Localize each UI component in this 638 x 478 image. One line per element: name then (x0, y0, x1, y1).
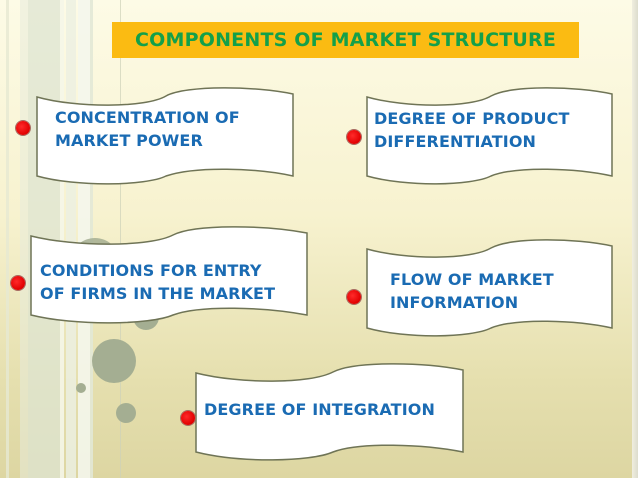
wave-banner-shape (36, 87, 294, 185)
component-label: FLOW OF MARKET INFORMATION (390, 268, 554, 314)
component-banner-product-differentiation: DEGREE OF PRODUCT DIFFERENTIATION (366, 86, 613, 188)
slide-title-box: COMPONENTS OF MARKET STRUCTURE (112, 22, 579, 58)
component-label-line2: INFORMATION (390, 293, 519, 312)
decorative-stripe (66, 0, 76, 478)
decorative-bubble (116, 403, 136, 423)
component-banner-integration: DEGREE OF INTEGRATION (195, 362, 464, 463)
component-label: CONCENTRATION OF MARKET POWER (55, 106, 240, 152)
component-label-line2: MARKET POWER (55, 131, 203, 150)
component-label: DEGREE OF PRODUCT DIFFERENTIATION (374, 107, 569, 153)
component-label-line1: CONCENTRATION OF (55, 108, 240, 127)
decorative-stripe (120, 0, 121, 478)
component-banner-market-information: FLOW OF MARKET INFORMATION (366, 238, 613, 340)
component-label-line2: OF FIRMS IN THE MARKET (40, 284, 276, 303)
decorative-stripe (60, 0, 64, 478)
bullet-dot-icon (11, 276, 25, 290)
bullet-dot-icon (347, 290, 361, 304)
component-label: CONDITIONS FOR ENTRY OF FIRMS IN THE MAR… (40, 259, 275, 305)
decorative-stripe (20, 0, 28, 478)
component-label-line1: DEGREE OF INTEGRATION (204, 400, 435, 419)
component-banner-entry-conditions: CONDITIONS FOR ENTRY OF FIRMS IN THE MAR… (30, 225, 308, 328)
decorative-bubble (92, 339, 136, 383)
wave-banner-shape (366, 87, 613, 185)
decorative-bubble (76, 383, 86, 393)
bullet-dot-icon (16, 121, 30, 135)
wave-banner-shape (195, 363, 464, 461)
component-label: DEGREE OF INTEGRATION (204, 398, 435, 421)
wave-banner-shape (30, 226, 308, 324)
bullet-dot-icon (181, 411, 195, 425)
slide-title: COMPONENTS OF MARKET STRUCTURE (134, 29, 557, 51)
wave-banner-shape (366, 239, 613, 337)
component-label-line1: DEGREE OF PRODUCT (374, 109, 570, 128)
component-label-line1: FLOW OF MARKET (390, 270, 554, 289)
decorative-stripe (6, 0, 9, 478)
slide-right-edge (632, 0, 638, 478)
component-label-line1: CONDITIONS FOR ENTRY (40, 261, 262, 280)
component-banner-concentration: CONCENTRATION OF MARKET POWER (36, 86, 294, 188)
bullet-dot-icon (347, 130, 361, 144)
component-label-line2: DIFFERENTIATION (374, 132, 537, 151)
